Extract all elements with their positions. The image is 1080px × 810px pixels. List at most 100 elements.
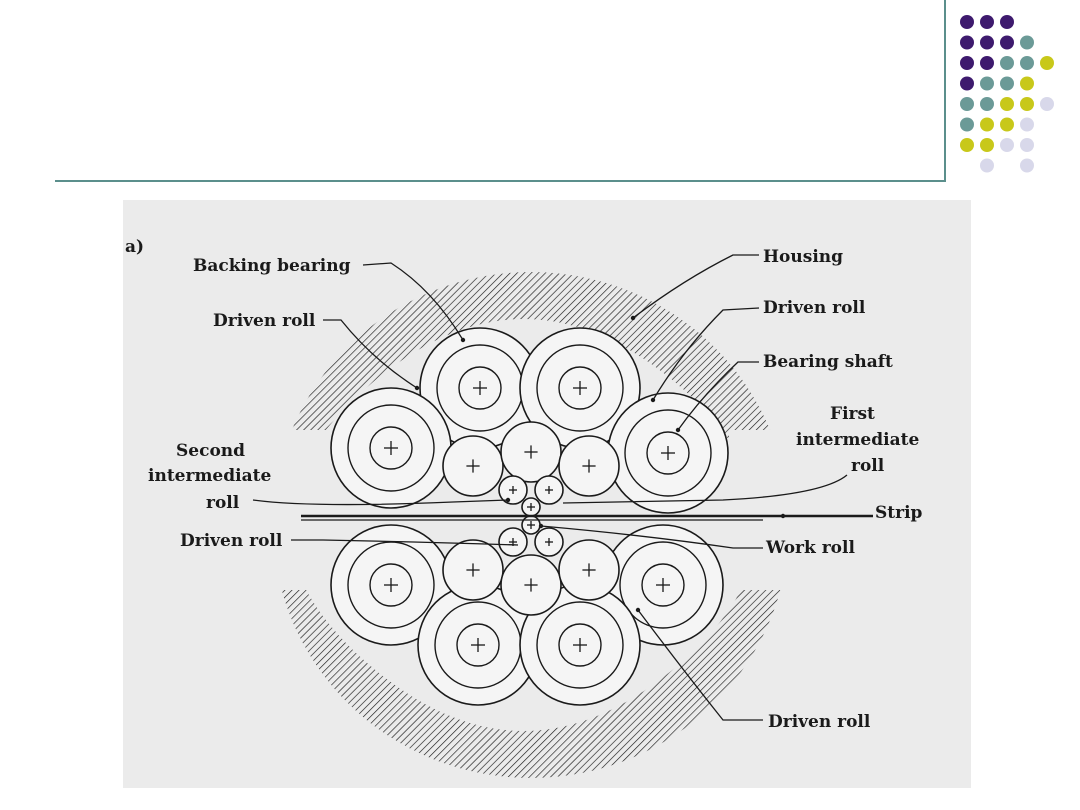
intermediate-roll-4 — [500, 554, 562, 616]
leader-arrowhead-2 — [414, 385, 420, 391]
label-backing-bearing: Backing bearing — [193, 256, 351, 276]
leader-lines — [252, 254, 873, 721]
dot-lavender — [1020, 138, 1034, 152]
backing-bearing-3 — [607, 392, 729, 514]
dot-yellow — [980, 117, 994, 132]
leader-driven-roll-bottom — [637, 609, 763, 721]
leader-arrowhead-8 — [780, 513, 786, 519]
strip — [301, 514, 873, 521]
second-intermediate-roll-0 — [498, 475, 528, 505]
dot-purple — [980, 56, 994, 70]
leader-housing — [632, 254, 759, 319]
dot-purple — [1000, 15, 1014, 29]
intermediate-roll-1 — [500, 421, 562, 483]
leader-driven-roll-top-left — [323, 319, 418, 389]
label-driven-roll-top-right: Driven roll — [763, 298, 866, 318]
decorative-dot-grid — [960, 15, 1054, 173]
cluster-mill-diagram: a) Backing bearing Housing Driven roll D… — [123, 200, 971, 788]
label-first-intermediate-2: intermediate — [796, 430, 919, 450]
leader-driven-roll-top-right — [652, 307, 760, 401]
roll-mill-figure: a) Backing bearing Housing Driven roll D… — [123, 200, 971, 788]
dot-lavender — [1000, 138, 1014, 152]
work-roll-top — [521, 497, 541, 517]
label-bearing-shaft: Bearing shaft — [763, 352, 893, 372]
label-first-intermediate-1: First — [830, 404, 875, 424]
label-second-intermediate-3: roll — [206, 493, 240, 513]
backing-bearing-3-ring — [624, 409, 712, 497]
title-vertical-divider — [944, 0, 946, 182]
dot-yellow — [1020, 76, 1034, 91]
backing-bearing-2-ring — [369, 426, 413, 470]
leader-driven-roll-mid — [291, 539, 519, 546]
backing-bearing-3-ring — [646, 431, 690, 475]
dot-purple — [960, 56, 974, 70]
dot-purple — [980, 35, 994, 50]
backing-bearing-2-ring — [347, 404, 435, 492]
leader-bearing-shaft — [677, 361, 759, 431]
leader-arrowhead-6 — [538, 523, 544, 529]
label-work-roll: Work roll — [765, 538, 855, 558]
second-intermediate-roll-3 — [534, 527, 564, 557]
housing-gap-right — [729, 430, 799, 590]
leader-backing-bearing — [362, 262, 464, 341]
leader-arrowhead-3 — [650, 397, 656, 403]
dot-yellow — [1040, 56, 1054, 70]
dot-lavender — [1020, 117, 1034, 132]
backing-bearing-4-ring — [369, 563, 413, 607]
leader-arrowhead-1 — [630, 315, 636, 321]
roll-cluster — [330, 327, 729, 706]
dot-yellow — [960, 138, 974, 152]
backing-bearing-0-ring — [458, 366, 502, 410]
housing-gap-left — [263, 430, 333, 590]
dot-teal — [960, 97, 974, 111]
dot-teal — [980, 76, 994, 91]
dot-yellow — [1020, 97, 1034, 111]
work-roll-bottom — [521, 515, 541, 535]
backing-bearing-6-ring — [456, 623, 500, 667]
leader-second-intermediate — [252, 499, 509, 506]
backing-bearing-5-ring — [619, 541, 707, 629]
backing-bearing-5-ring — [641, 563, 685, 607]
title-divider — [55, 180, 945, 182]
dot-teal — [960, 117, 974, 132]
backing-bearing-1-ring — [536, 344, 624, 432]
dot-yellow — [980, 138, 994, 152]
backing-bearing-1-ring — [558, 366, 602, 410]
label-housing: Housing — [763, 247, 843, 267]
backing-bearing-7-ring — [558, 623, 602, 667]
backing-bearing-5 — [602, 524, 724, 646]
leader-arrowhead-7 — [635, 607, 641, 613]
dot-yellow — [1000, 97, 1014, 111]
corner-mark: a) — [125, 237, 144, 257]
intermediate-roll-2 — [558, 435, 620, 497]
label-second-intermediate-2: intermediate — [148, 466, 271, 486]
dot-teal — [1000, 76, 1014, 91]
leader-arrowhead-5 — [505, 497, 511, 503]
intermediate-roll-0 — [442, 435, 504, 497]
label-first-intermediate-3: roll — [851, 456, 885, 476]
leader-work-roll — [540, 525, 763, 549]
dot-teal — [1000, 56, 1014, 70]
label-driven-roll-top-left: Driven roll — [213, 311, 316, 331]
second-intermediate-roll-1 — [534, 475, 564, 505]
dot-purple — [960, 15, 974, 29]
leader-arrowhead-4 — [675, 427, 681, 433]
dot-purple — [1000, 35, 1014, 50]
dot-purple — [960, 35, 974, 50]
intermediate-roll-3 — [442, 539, 504, 601]
dot-teal — [1020, 35, 1034, 50]
backing-bearing-0 — [419, 327, 541, 449]
label-driven-roll-bottom: Driven roll — [768, 712, 871, 732]
dot-lavender — [1020, 158, 1034, 173]
leader-first-intermediate — [562, 474, 848, 504]
dot-lavender — [980, 158, 994, 173]
intermediate-roll-5 — [558, 539, 620, 601]
dot-lavender — [1040, 97, 1054, 111]
dot-teal — [980, 97, 994, 111]
backing-bearing-7 — [519, 584, 641, 706]
label-strip: Strip — [875, 503, 923, 523]
dot-yellow — [1000, 117, 1014, 132]
backing-bearing-7-ring — [536, 601, 624, 689]
second-intermediate-roll-2 — [498, 527, 528, 557]
